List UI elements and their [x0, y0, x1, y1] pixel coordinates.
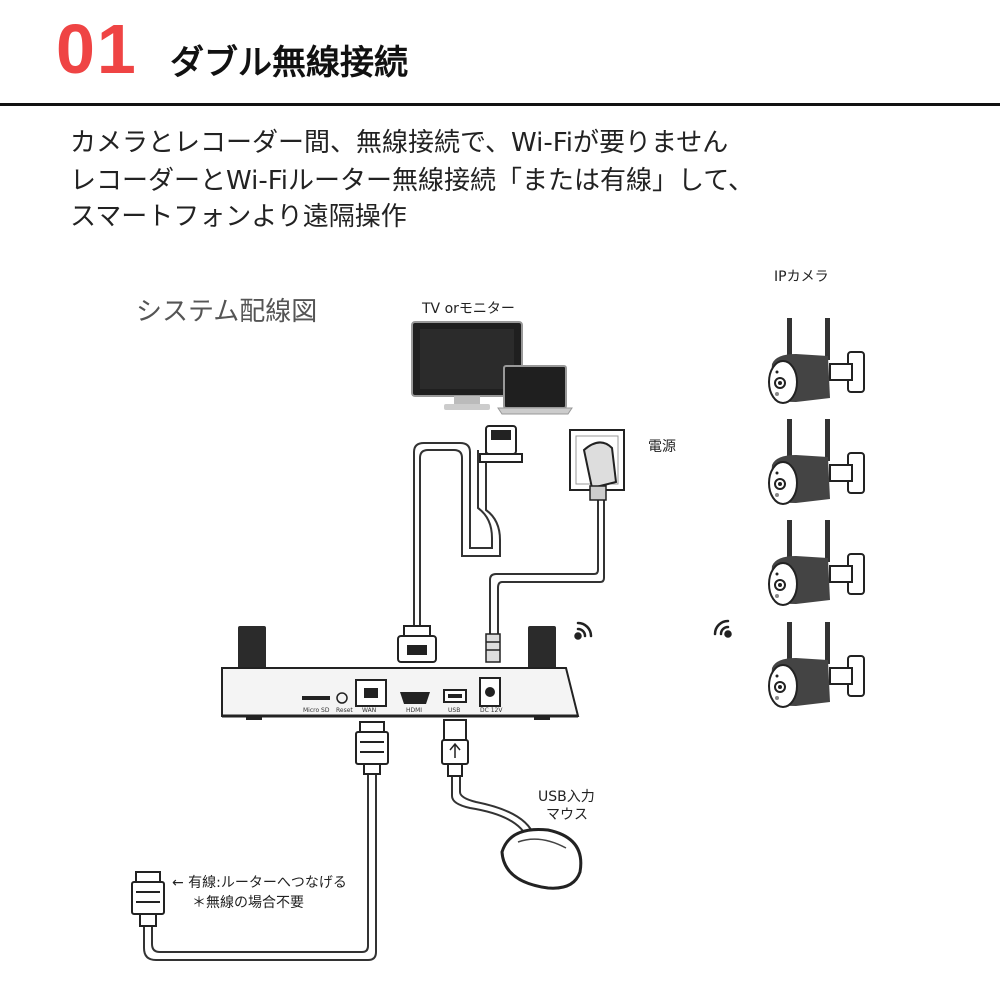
- power-outlet-icon: [569, 429, 625, 501]
- port-label-reset: Reset: [336, 707, 353, 714]
- port-label-dc: DC 12V: [480, 707, 503, 714]
- wifi-signal-camera-icon: [713, 619, 732, 638]
- ip-camera-icon: [768, 519, 865, 606]
- diagram-title: システム配線図: [136, 297, 318, 327]
- dc-plug-icon: [485, 633, 501, 663]
- usb-plug-icon: [441, 719, 469, 777]
- mouse-icon: [500, 827, 583, 890]
- ethernet-plug-bottom-icon: [131, 871, 165, 927]
- port-label-wan: WAN: [362, 707, 377, 714]
- power-label: 電源: [648, 439, 676, 455]
- ip-camera-icon: [768, 418, 865, 505]
- laptop-icon: [497, 365, 573, 415]
- monitor-icon: [411, 321, 523, 410]
- ethernet-plug-top-icon: [355, 721, 389, 775]
- ip-camera-icon: [768, 318, 865, 404]
- recorder-icon: [221, 626, 580, 720]
- monitor-label: TV orモニター: [422, 301, 515, 317]
- usb-input-label: USB入力: [538, 789, 595, 805]
- hdmi-cable: [413, 442, 501, 630]
- hdmi-plug-top-icon: [479, 425, 523, 463]
- wifi-signal-recorder-icon: [574, 621, 593, 640]
- port-label-hdmi: HDMI: [406, 707, 423, 714]
- description-line-2: レコーダーとWi-Fiルーター無線接続「または有線」して、: [70, 166, 754, 196]
- port-label-usb: USB: [448, 707, 461, 714]
- ip-camera-icon: [768, 621, 865, 708]
- description-line-1: カメラとレコーダー間、無線接続で、Wi-Fiが要りません: [70, 128, 729, 158]
- section-title: ダブル無線接続: [170, 43, 408, 83]
- port-label-microsd: Micro SD: [303, 707, 330, 714]
- power-cable: [489, 500, 605, 640]
- ethernet-cable: [143, 772, 377, 961]
- router-wireless-note: ＊無線の場合不要: [192, 895, 304, 911]
- router-wired-label: ← 有線:ルーターへつなげる: [172, 875, 347, 891]
- hdmi-plug-bottom-icon: [397, 625, 437, 663]
- usb-cable: [451, 776, 535, 841]
- cameras-label: IPカメラ: [774, 269, 829, 285]
- section-number: 01: [56, 10, 138, 88]
- mouse-label: マウス: [546, 807, 588, 823]
- header-divider: [0, 103, 1000, 106]
- description-line-3: スマートフォンより遠隔操作: [70, 202, 407, 232]
